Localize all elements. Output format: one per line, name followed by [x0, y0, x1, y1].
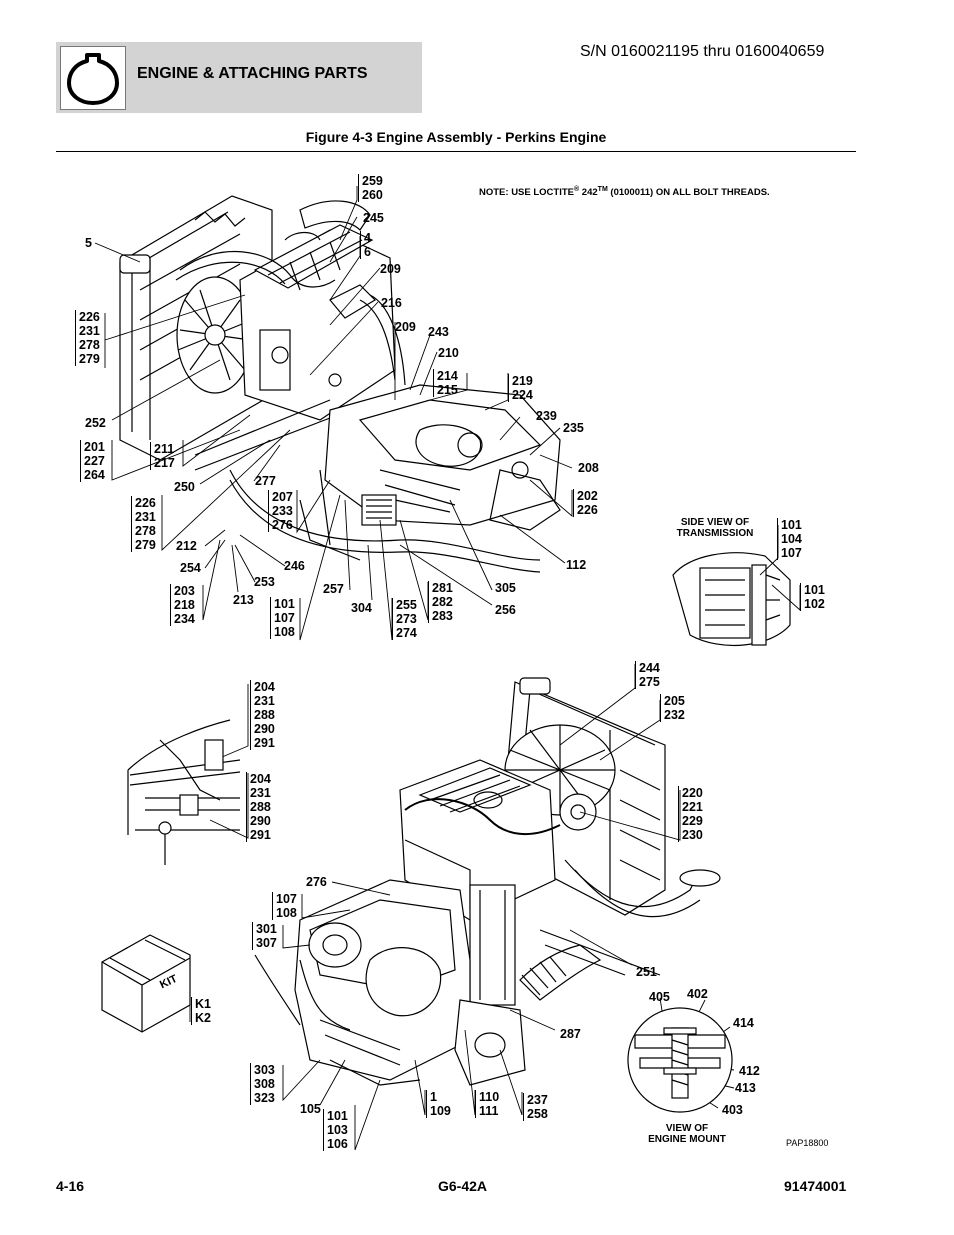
callout: 277 [255, 474, 276, 488]
callout: 405 [649, 990, 670, 1004]
callout: 253 [254, 575, 275, 589]
callout: 210 [438, 346, 459, 360]
callout: 235 [563, 421, 584, 435]
section-title: ENGINE & ATTACHING PARTS [137, 65, 368, 82]
callout: 402 [687, 987, 708, 1001]
callout: 209 [380, 262, 401, 276]
page-number: 4-16 [56, 1178, 85, 1194]
callout: 211 217 [150, 442, 175, 470]
harness-detail-inset [127, 719, 241, 865]
callout: 203 218 234 [170, 584, 195, 626]
callout: 287 [560, 1027, 581, 1041]
engine-mount-inset [627, 1007, 733, 1113]
callout: 213 [233, 593, 254, 607]
callout: 413 [735, 1081, 756, 1095]
loctite-note: NOTE: USE LOCTITE® 242TM (0100011) ON AL… [479, 186, 770, 199]
callout: 244 275 [635, 661, 660, 689]
model-number: G6-42A [438, 1178, 488, 1194]
callout: 208 [578, 461, 599, 475]
figure-title: Figure 4-3 Engine Assembly - Perkins Eng… [305, 129, 607, 145]
callout: 5 [85, 236, 92, 250]
kit-box [101, 934, 191, 1033]
engine-mount-caption: VIEW OF ENGINE MOUNT [648, 1123, 726, 1145]
callout: 110 111 [475, 1090, 499, 1118]
callout: 250 [174, 480, 195, 494]
callout: 243 [428, 325, 449, 339]
callout: 281 282 283 [428, 581, 453, 623]
callout: 207 233 276 [268, 490, 293, 532]
lower-exhaust [519, 859, 721, 1001]
callout: 301 307 [252, 922, 277, 950]
callout: 101 102 [800, 583, 825, 611]
callout: 201 227 264 [80, 440, 105, 482]
callout: 245 [363, 211, 384, 225]
callout: 212 [176, 539, 197, 553]
upper-frame-rails [194, 399, 541, 573]
callout: 220 221 229 230 [678, 786, 703, 842]
callout: 226 231 278 279 [75, 310, 100, 366]
lower-transmission [294, 879, 526, 1086]
callout: 303 308 323 [250, 1063, 275, 1105]
engine-icon [60, 46, 126, 110]
callout: 216 [381, 296, 402, 310]
callout: 205 232 [660, 694, 685, 722]
callout: 202 226 [573, 489, 598, 517]
serial-range: S/N 0160021195 thru 0160040659 [580, 43, 825, 60]
callout: 237 258 [523, 1093, 548, 1121]
callout: 412 [739, 1064, 760, 1078]
callout: 239 [536, 409, 557, 423]
callout: 204 231 288 290 291 [250, 680, 275, 750]
callout: 259 260 [358, 174, 383, 202]
title-rule [56, 151, 856, 152]
callout: 226 231 278 279 [131, 496, 156, 552]
side-view-inset [672, 525, 801, 646]
callout: 101 107 108 [270, 597, 295, 639]
callout: 256 [495, 603, 516, 617]
callout: K1 K2 [191, 997, 211, 1025]
callout: 257 [323, 582, 344, 596]
callout: 251 [636, 965, 657, 979]
callout: 305 [495, 581, 516, 595]
callout: 414 [733, 1016, 754, 1030]
callout: 254 [180, 561, 201, 575]
callout: 255 273 274 [392, 598, 417, 640]
callout: 4 6 [360, 231, 371, 259]
lower-frame-rails [254, 929, 661, 1086]
callout: 107 108 [272, 892, 297, 920]
callout: 246 [284, 559, 305, 573]
callout: 209 [395, 320, 416, 334]
callout: 304 [351, 601, 372, 615]
drawing-reference: PAP18800 [786, 1138, 829, 1148]
lower-engine-block [399, 759, 561, 1006]
callout: 276 [306, 875, 327, 889]
manual-part-number: 91474001 [784, 1178, 847, 1194]
callout: 101 104 107 [777, 518, 802, 560]
callout: 219 224 [508, 374, 533, 402]
callout: 105 [300, 1102, 321, 1116]
callout: 252 [85, 416, 106, 430]
upper-leaders [94, 186, 573, 641]
callout: 403 [722, 1103, 743, 1117]
callout: 214 215 [433, 369, 458, 397]
callout: 101 103 106 [323, 1109, 348, 1151]
callout: 204 231 288 290 291 [246, 772, 271, 842]
callout: 112 [566, 558, 587, 572]
upper-intake-pipes [175, 250, 406, 386]
callout: 1 109 [426, 1090, 451, 1118]
side-view-caption: SIDE VIEW OF TRANSMISSION [676, 517, 754, 539]
upper-transmission [324, 384, 561, 531]
